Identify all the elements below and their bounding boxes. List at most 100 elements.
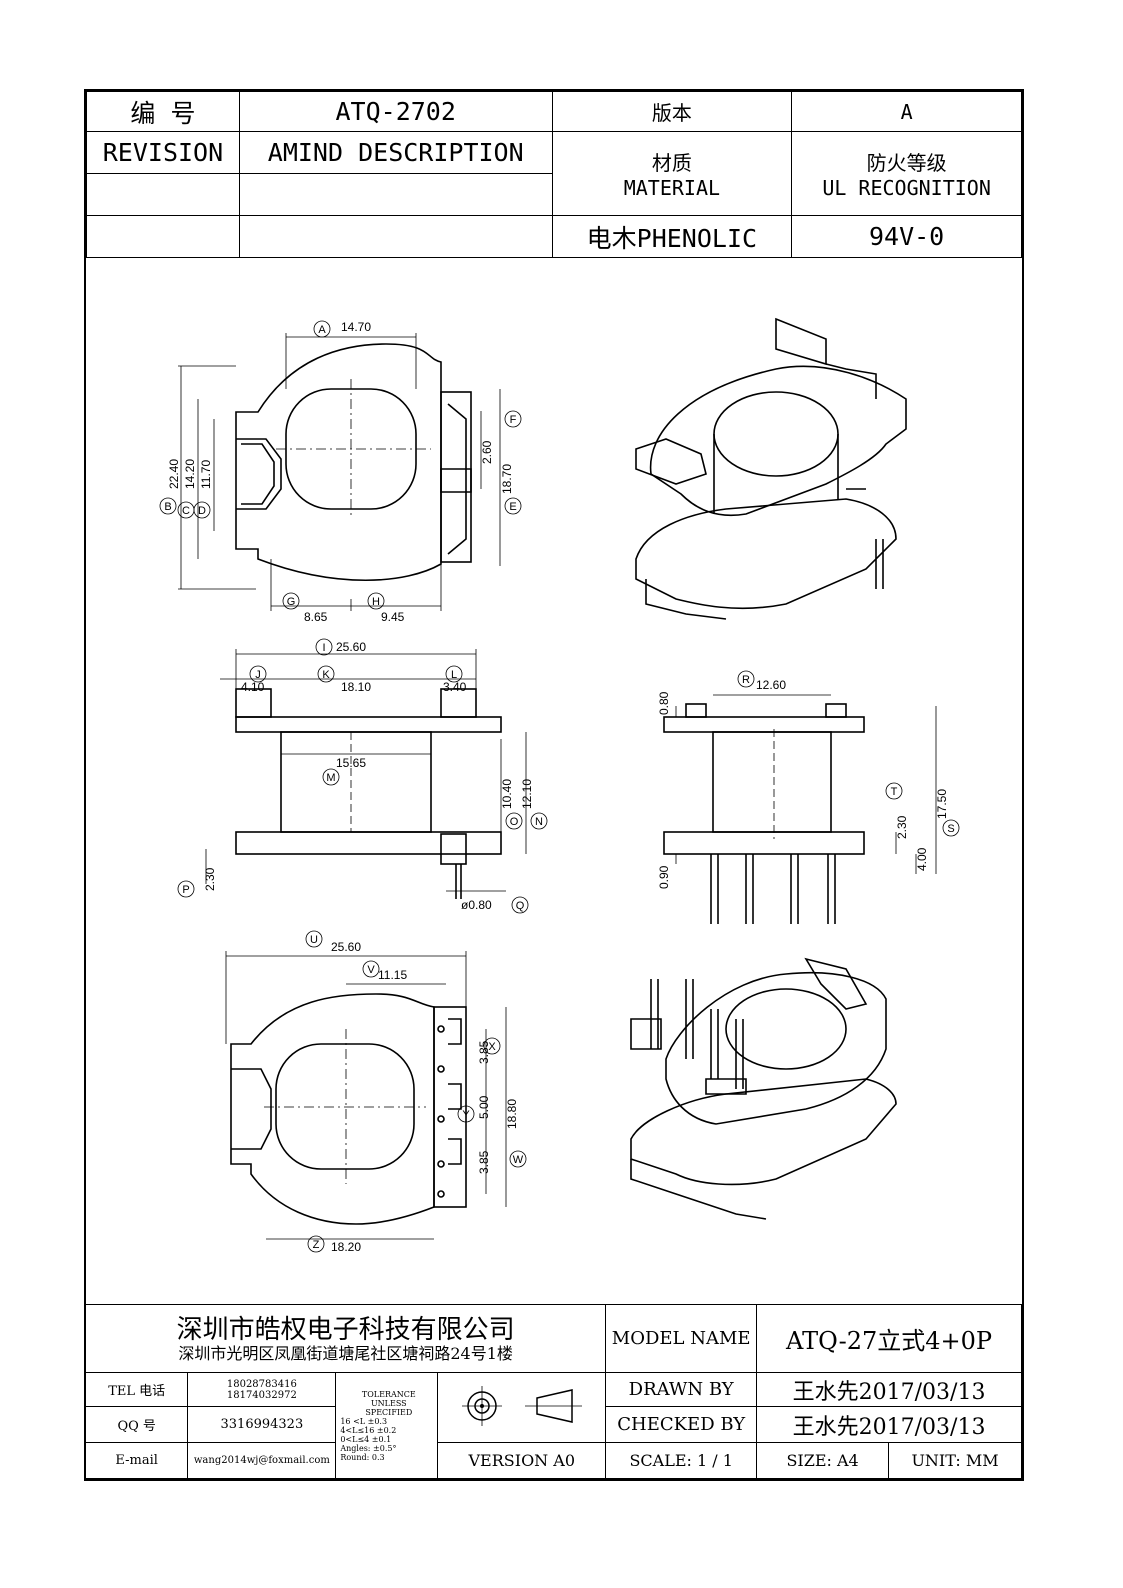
model-name-label: MODEL NAME [605, 1304, 758, 1373]
label-M: M [326, 772, 335, 784]
checked-by-value: 王水先2017/03/13 [756, 1406, 1022, 1443]
title-header-table: 编 号 ATQ-2702 版本 A REVISION AMIND DESCRIP… [86, 91, 1022, 258]
projection-symbol [437, 1372, 607, 1443]
tolerance-row-3: 0<L≤4 ±0.1 [340, 1434, 392, 1444]
tolerance-round: Round: 0.3 [340, 1452, 385, 1462]
tel-value-1: 18028783416 [226, 1378, 297, 1390]
label-G: G [287, 596, 296, 608]
dim-front-18-10: 18.10 [341, 680, 371, 694]
label-W: W [513, 1154, 524, 1166]
fire-rating-label-en: UL RECOGNITION [822, 176, 991, 200]
amind-cell-2 [238, 215, 553, 258]
tel-value-2: 18174032972 [226, 1389, 297, 1401]
fire-rating-value: 94V-0 [791, 215, 1022, 258]
dim-top-14-70: 14.70 [341, 320, 371, 334]
label-A: A [318, 324, 326, 336]
label-Y: Y [462, 1109, 470, 1121]
dim-top-11-70: 11.70 [199, 460, 213, 489]
side-view-dim-lines [675, 694, 937, 874]
dim-top-2-60: 2.60 [480, 440, 494, 464]
label-F: F [510, 414, 517, 426]
bottom-view-dim-lines [225, 951, 507, 1240]
fire-rating-label: 防火等级 UL RECOGNITION [791, 131, 1022, 216]
label-H: H [372, 596, 380, 608]
tel-label: TEL 电话 [86, 1372, 189, 1407]
checked-by-label: CHECKED BY [605, 1406, 758, 1443]
qq-label: QQ 号 [86, 1406, 189, 1443]
tolerance-specified: SPECIFIED [365, 1407, 413, 1417]
revision-label: REVISION [86, 131, 240, 174]
label-O: O [510, 816, 519, 828]
email-label: E-mail [86, 1442, 189, 1479]
drawing-sheet: 编 号 ATQ-2702 版本 A REVISION AMIND DESCRIP… [84, 89, 1024, 1481]
dim-front-15-65: 15.65 [336, 756, 366, 770]
bottom-view-centerlines [264, 1029, 426, 1184]
label-L: L [451, 669, 457, 681]
biaohao-label: 编 号 [86, 91, 240, 132]
tolerance-table: TOLERANCE UNLESS SPECIFIED 16 <L ±0.3 4<… [335, 1372, 439, 1479]
unit-label: UNIT: MM [888, 1442, 1022, 1479]
scale-label: SCALE: 1 / 1 [605, 1442, 758, 1479]
front-view-dim-lines [205, 649, 527, 892]
label-E: E [509, 501, 516, 513]
dim-top-8-65: 8.65 [304, 610, 328, 624]
drawn-by-label: DRAWN BY [605, 1372, 758, 1407]
label-Q: Q [516, 900, 525, 912]
amind-description-label: AMIND DESCRIPTION [238, 131, 553, 174]
front-view [235, 688, 502, 899]
company-name: 深圳市皓权电子科技有限公司 [176, 1314, 515, 1345]
label-U: U [310, 934, 318, 946]
title-block-table: 深圳市皓权电子科技有限公司 深圳市光明区凤凰街道塘尾社区塘祠路24号1楼 MOD… [86, 1304, 1022, 1479]
part-number: ATQ-2702 [238, 91, 553, 132]
material-label-en: MATERIAL [623, 176, 721, 200]
version-label: 版本 [551, 91, 793, 132]
version-value: A [791, 91, 1022, 132]
dim-front-12-10: 12.10 [520, 779, 534, 809]
side-view [663, 703, 865, 924]
label-D: D [198, 505, 206, 517]
company-cell: 深圳市皓权电子科技有限公司 深圳市光明区凤凰街道塘尾社区塘祠路24号1楼 [86, 1304, 607, 1373]
label-C: C [182, 505, 190, 517]
drawn-by-value: 王水先2017/03/13 [756, 1372, 1022, 1407]
material-label: 材质 MATERIAL [551, 131, 793, 216]
dim-front-3-40: 3.40 [443, 680, 467, 694]
label-T: T [891, 786, 898, 798]
first-angle-projection-icon [461, 1385, 582, 1426]
dim-bottom-5-00: 5.00 [477, 1095, 491, 1119]
isometric-view-top [635, 317, 907, 620]
qq-value: 3316994323 [187, 1406, 337, 1443]
dim-bottom-11-15: 11.15 [378, 968, 407, 982]
tolerance-angles: Angles: ±0.5° [340, 1443, 397, 1453]
dim-bottom-18-20: 18.20 [331, 1240, 361, 1254]
dim-side-4-00: 4.00 [915, 847, 929, 871]
dim-bottom-25-60: 25.60 [331, 940, 361, 954]
label-P: P [182, 884, 189, 896]
material-value: 电木PHENOLIC [551, 215, 793, 258]
top-view [235, 343, 472, 582]
dim-side-0-90: 0.90 [657, 865, 671, 889]
size-label: SIZE: A4 [756, 1442, 890, 1479]
dim-front-phi-0-80: ø0.80 [461, 898, 492, 912]
revision-cell-1 [86, 173, 240, 216]
model-name-value: ATQ-27立式4+0P [756, 1304, 1022, 1373]
label-X: X [488, 1041, 496, 1053]
dim-bottom-3-85-a: 3.85 [477, 1040, 491, 1064]
version-text: VERSION A0 [437, 1442, 607, 1479]
tel-values: 18028783416 18174032972 [187, 1372, 337, 1407]
top-view-centerlines [276, 379, 431, 519]
label-N: N [535, 816, 543, 828]
amind-cell-1 [238, 173, 553, 216]
dim-top-18-70: 18.70 [500, 464, 514, 494]
dim-side-12-60: 12.60 [756, 678, 786, 692]
revision-cell-2 [86, 215, 240, 258]
dim-bottom-18-80: 18.80 [505, 1099, 519, 1129]
dim-side-0-80: 0.80 [657, 691, 671, 715]
label-K: K [322, 669, 330, 681]
label-B: B [164, 501, 171, 513]
tolerance-row-2: 4<L≤16 ±0.2 [340, 1425, 397, 1435]
dim-front-25-60: 25.60 [336, 640, 366, 654]
label-V: V [367, 964, 375, 976]
email-value: wang2014wj@foxmail.com [187, 1442, 337, 1479]
tolerance-row-1: 16 <L ±0.3 [340, 1416, 388, 1426]
top-view-dim-lines [178, 333, 501, 611]
